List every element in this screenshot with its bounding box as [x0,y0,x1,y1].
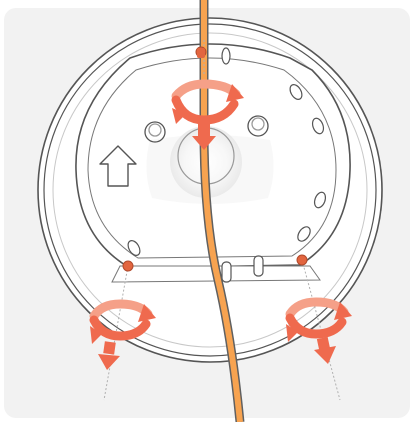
down-arrow-icon [314,337,336,364]
down-arrow-icon [98,341,120,370]
